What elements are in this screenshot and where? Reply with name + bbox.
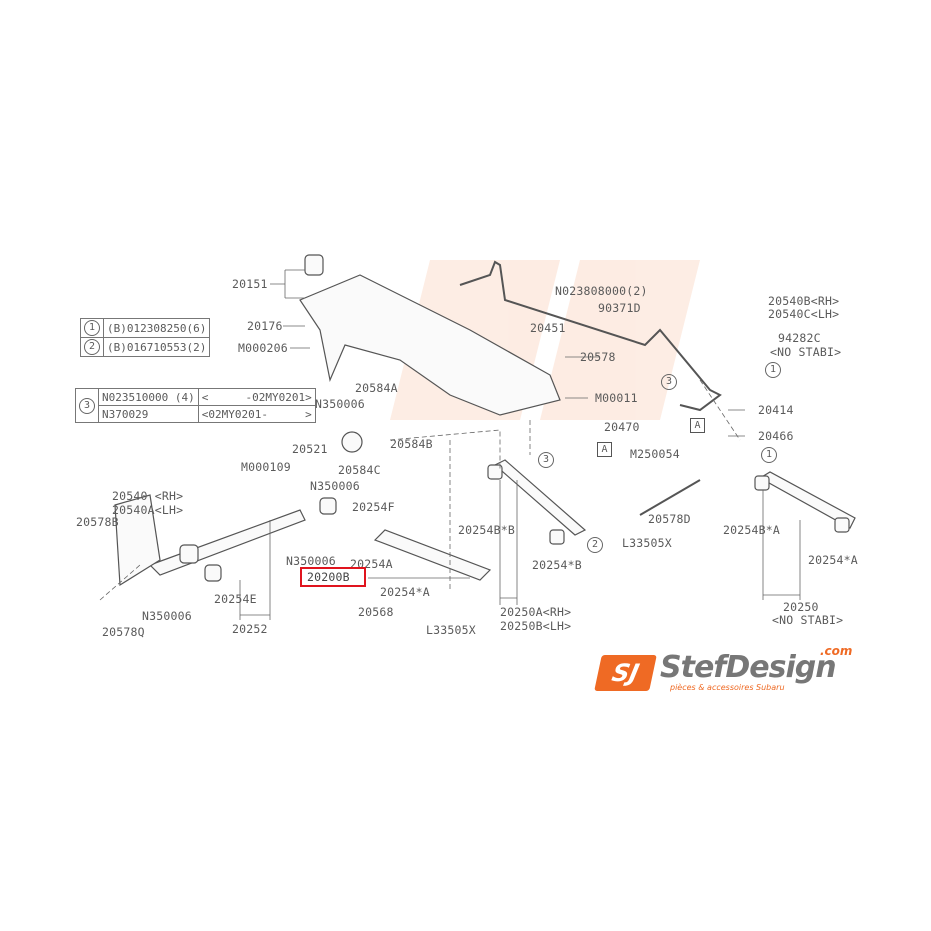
lateral-link-front — [373, 529, 492, 581]
highlight-box — [300, 567, 366, 587]
callout-3: 3 — [661, 374, 677, 390]
range-end: -02MY0201> — [245, 390, 312, 404]
part-label: 20250A<RH> — [500, 605, 572, 619]
part-label: 20540C<LH> — [768, 307, 840, 321]
part-label: 20540B<RH> — [768, 294, 840, 308]
part-label: 20254*A — [380, 585, 430, 599]
part-label: N350006 — [286, 554, 336, 568]
part-label: 20540A<LH> — [112, 503, 184, 517]
callout-1: 1 — [765, 362, 781, 378]
part-label: 20252 — [232, 622, 268, 636]
reference-a: A — [597, 442, 612, 457]
part-label: N350006 — [310, 479, 360, 493]
part-label: 20584A — [355, 381, 398, 395]
highlighted-part-label[interactable]: 20200B — [307, 570, 350, 584]
fastener-table-1-2: 1(B)012308250(6) 2(B)016710553(2) — [80, 318, 211, 357]
part-label: 20254B*B — [458, 523, 515, 537]
callout-3: 3 — [538, 452, 554, 468]
trailing-bracket — [114, 494, 161, 587]
part-label: M000109 — [241, 460, 291, 474]
part-label: 20250B<LH> — [500, 619, 572, 633]
reference-a: A — [690, 418, 705, 433]
part-label: 20578 — [580, 350, 616, 364]
part-label: N350006 — [142, 609, 192, 623]
lateral-link-nostabi — [758, 471, 856, 529]
part-label: M00011 — [595, 391, 638, 405]
part-label: 20250 — [783, 600, 819, 614]
crossmember — [299, 274, 561, 416]
part-number: 012308250(6) — [126, 321, 207, 335]
part-label: 20584C — [338, 463, 381, 477]
part-label: M000206 — [238, 341, 288, 355]
part-label: 20254*B — [532, 558, 582, 572]
part-label: 20470 — [604, 420, 640, 434]
table-row: 1(B)012308250(6) — [80, 318, 211, 338]
part-label: N350006 — [315, 397, 365, 411]
logo-tagline: pièces & accessoires Subaru — [670, 683, 785, 692]
part-label: 20254*A — [808, 553, 858, 567]
callout-1: 1 — [761, 447, 777, 463]
part-label: 20466 — [758, 429, 794, 443]
part-label: N023808000(2) — [555, 284, 648, 298]
part-label: 20254E — [214, 592, 257, 606]
trailing-link — [148, 509, 306, 576]
part-label: 20176 — [247, 319, 283, 333]
callout-number: 2 — [84, 339, 100, 355]
part-label: 90371D — [598, 301, 641, 315]
part-number: N023510000 (4) — [98, 388, 199, 406]
part-number: 016710553(2) — [126, 340, 207, 354]
lateral-link-rear — [493, 459, 587, 536]
callout-number: 1 — [84, 320, 100, 336]
logo-name: StefDesign — [660, 650, 837, 685]
part-label: 20578B — [76, 515, 119, 529]
range-start: < — [201, 390, 209, 404]
part-label: M250054 — [630, 447, 680, 461]
table-row: 2(B)016710553(2) — [80, 337, 211, 357]
part-label: 20578D — [648, 512, 691, 526]
part-label: 20568 — [358, 605, 394, 619]
part-label: L33505X — [426, 623, 476, 637]
part-number: N370029 — [98, 405, 199, 423]
part-label: 20254F — [352, 500, 395, 514]
callout-number: 3 — [79, 397, 95, 414]
adjust-bolt — [639, 479, 701, 516]
part-label: 20584B — [390, 437, 433, 451]
range-end: > — [305, 407, 312, 421]
part-label: 20578Q — [102, 625, 145, 639]
part-label: 20151 — [232, 277, 268, 291]
code-letter: B — [113, 340, 121, 354]
part-label: 94282C — [778, 331, 821, 345]
part-label: <NO STABI> — [772, 613, 844, 627]
part-label: 20540 <RH> — [112, 489, 184, 503]
part-label: 20521 — [292, 442, 328, 456]
part-label: 20254B*A — [723, 523, 780, 537]
logo-com: .com — [820, 644, 853, 658]
logo-mark: SJ — [594, 655, 657, 691]
part-label: L33505X — [622, 536, 672, 550]
part-label: <NO STABI> — [770, 345, 842, 359]
part-label: 20451 — [530, 321, 566, 335]
table-row: N370029<02MY0201- > — [76, 405, 316, 423]
part-label: 20414 — [758, 403, 794, 417]
code-letter: B — [113, 321, 121, 335]
callout-2: 2 — [587, 537, 603, 553]
range-start: <02MY0201- — [201, 407, 268, 421]
stefdesign-logo: SJ StefDesign .com pièces & accessoires … — [594, 644, 863, 695]
